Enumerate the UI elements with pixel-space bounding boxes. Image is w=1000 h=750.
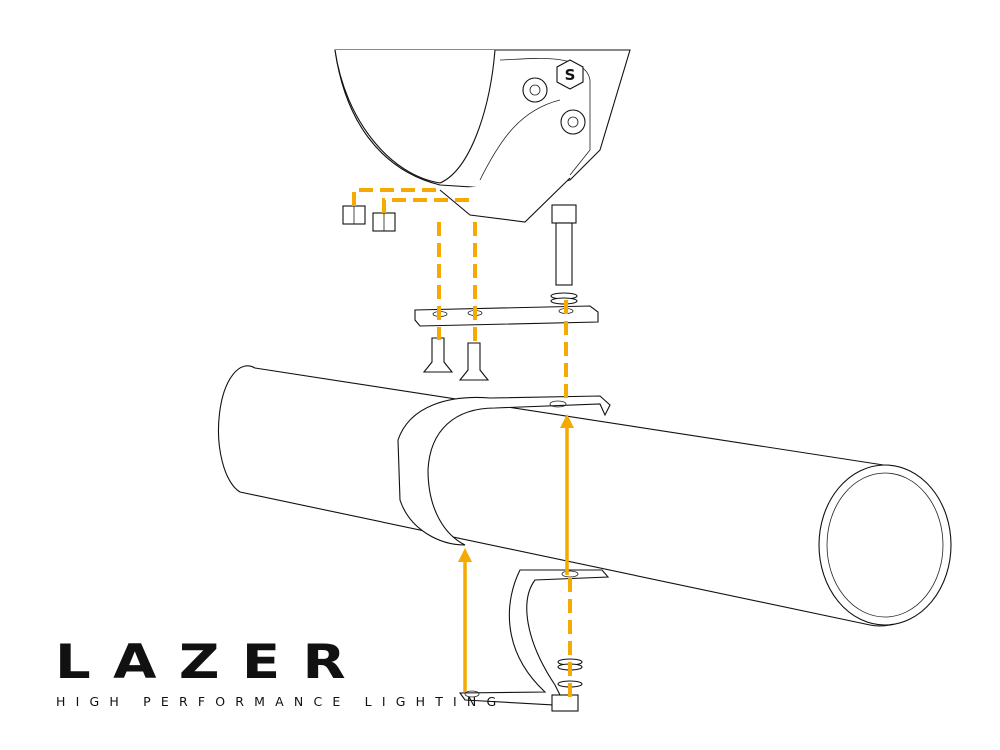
screw [458, 342, 490, 381]
tube [217, 365, 952, 627]
lower-hardware [551, 658, 583, 712]
logo-s-icon [556, 59, 584, 90]
logo-tagline: HIGH PERFORMANCE LIGHTING [56, 694, 507, 709]
upper-clamp [397, 395, 611, 546]
countersunk-screws [422, 337, 490, 381]
housing-bolt-head [522, 77, 548, 103]
logo-wordmark-text: LAZER [55, 634, 369, 690]
mounting-plate [414, 305, 599, 327]
bolt-head [551, 204, 577, 224]
arrow-head-icon [560, 414, 574, 428]
screw [422, 337, 454, 373]
bolt-shank [555, 222, 573, 286]
s-badge-glyph: S [565, 66, 576, 84]
nuts [342, 205, 396, 232]
dashed-guide-nut-2 [382, 198, 476, 213]
housing-bolt-head [560, 109, 586, 135]
arrow-head-icon [458, 548, 472, 562]
dashed-guide-nut-1 [352, 188, 440, 206]
lamp-housing: S [334, 49, 631, 223]
lower-clamp [458, 569, 610, 706]
tube-end-inner [826, 472, 944, 618]
guide-lines [352, 188, 574, 700]
tube-end-outer [818, 464, 952, 626]
lower-nut [551, 694, 579, 712]
bolt [550, 204, 578, 305]
